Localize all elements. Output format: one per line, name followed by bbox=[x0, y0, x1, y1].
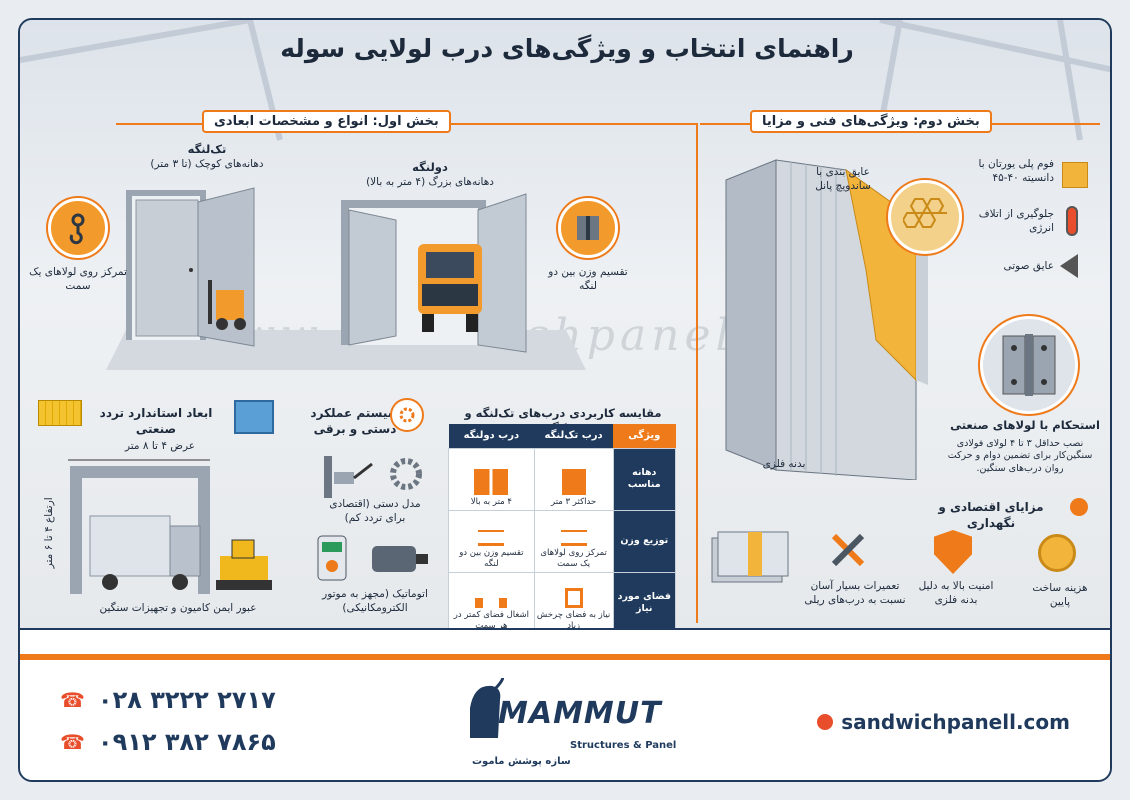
benefit-item: هزینه ساخت پایین bbox=[1032, 582, 1088, 608]
dims-caption: عبور ایمن کامیون و تجهیزات سنگین bbox=[99, 602, 257, 614]
logo-sub: Structures & Panel bbox=[570, 740, 677, 751]
foam-label: فوم پلی یورتان با دانسیته ۴۰-۴۵ bbox=[978, 158, 1054, 184]
section1-heading: بخش اول: انواع و مشخصات ابعادی bbox=[202, 110, 451, 133]
comparison-table: ویژگی درب تک‌لنگه درب دولنگه دهانه مناسب… bbox=[448, 424, 677, 635]
table-cell: تقسیم وزن بین دو لنگه bbox=[448, 509, 535, 573]
door-cutaway-illustration bbox=[725, 159, 928, 480]
divider-vertical bbox=[696, 123, 698, 623]
foam-cube-icon bbox=[1062, 162, 1088, 188]
thermometer-icon bbox=[1066, 206, 1078, 236]
energy-label: جلوگیری از اتلاف انرژی bbox=[978, 208, 1054, 234]
system-manual: مدل دستی (اقتصادی برای تردد کم) bbox=[329, 498, 421, 524]
manual-crank-icon bbox=[324, 456, 422, 498]
ruler-icon bbox=[38, 400, 82, 426]
phone-icon: ☎ bbox=[60, 688, 88, 712]
hook-icon bbox=[48, 198, 108, 258]
phone-2-text: ۰۹۱۲ ۳۸۲ ۷۸۶۵ bbox=[97, 728, 276, 756]
benefits-heading: مزایای اقتصادی و نگهداری bbox=[938, 500, 1044, 530]
table-cell: تمرکز روی لولاهای یک سمت bbox=[533, 509, 614, 573]
col-double: درب دولنگه bbox=[448, 424, 535, 448]
cell-text: تمرکز روی لولاهای یک سمت bbox=[540, 548, 607, 569]
website-link[interactable]: sandwichpanell.com bbox=[817, 710, 1070, 734]
arrows-icon bbox=[475, 598, 508, 609]
hinge-title: استحکام با لولاهای صنعتی bbox=[950, 418, 1100, 432]
cell-text: ۴ متر به بالا bbox=[470, 496, 512, 507]
col-feature: ویژگی bbox=[613, 424, 676, 448]
page-title: راهنمای انتخاب و ویژگی‌های درب لولایی سو… bbox=[280, 34, 854, 63]
sound-label: عایق صوتی bbox=[1003, 260, 1055, 272]
cell-text: اشغال فضای کمتر در هر سمت bbox=[453, 610, 529, 631]
single-door-label: تک‌لنگه دهانه‌های کوچک (تا ۳ متر) bbox=[132, 142, 282, 171]
table-header-row: ویژگی درب تک‌لنگه درب دولنگه bbox=[448, 424, 676, 448]
cell-text: نیاز به فضای چرخش زیاد bbox=[536, 610, 611, 631]
money-stack-icon bbox=[711, 531, 789, 583]
phone-1-text: ۰۲۸ ۳۲۲۲ ۲۷۱۷ bbox=[97, 686, 276, 714]
body-label: بدنه فلزی bbox=[762, 458, 806, 470]
website-text: sandwichpanell.com bbox=[841, 710, 1070, 734]
infographic-frame: راهنمای انتخاب و ویژگی‌های درب لولایی سو… bbox=[18, 18, 1112, 782]
row-key: دهانه مناسب bbox=[612, 447, 677, 511]
left-callout-label: تمرکز روی لولاهای یک سمت bbox=[29, 266, 127, 292]
table-row: فضای مورد نیاز نیاز به فضای چرخش زیاد اش… bbox=[448, 571, 677, 635]
table-cell: اشغال فضای کمتر در هر سمت bbox=[448, 571, 535, 635]
honeycomb-icon bbox=[888, 180, 962, 254]
double-door-label: دولنگه دهانه‌های بزرگ (۴ متر به بالا) bbox=[350, 160, 510, 189]
globe-icon bbox=[817, 714, 834, 730]
system-auto: اتوماتیک (مجهز به موتور الکترومکانیکی) bbox=[322, 588, 428, 614]
table-cell: ۴ متر به بالا bbox=[448, 447, 535, 511]
hand-gear-icon bbox=[390, 398, 424, 432]
swing-door-icon bbox=[564, 588, 583, 609]
row-key: توزیع وزن bbox=[612, 509, 677, 573]
dims-height: ارتفاع ۴ تا ۶ متر bbox=[43, 497, 56, 569]
system-heading: سیستم عملکرد دستی و برقی bbox=[310, 406, 400, 436]
industrial-hinge-icon bbox=[980, 316, 1078, 414]
cell-text: تقسیم وزن بین دو لنگه bbox=[459, 548, 524, 569]
scale-icon bbox=[478, 530, 505, 547]
right-callout-label: تقسیم وزن بین دو لنگه bbox=[548, 266, 628, 292]
table-row: توزیع وزن تمرکز روی لولاهای یک سمت تقسیم… bbox=[448, 509, 677, 573]
roof-structure bbox=[20, 20, 1110, 141]
single-door-desc: دهانه‌های کوچک (تا ۳ متر) bbox=[150, 157, 264, 170]
double-door-desc: دهانه‌های بزرگ (۴ متر به بالا) bbox=[366, 175, 494, 188]
phone-2[interactable]: ☎ ۰۹۱۲ ۳۸۲ ۷۸۶۵ bbox=[60, 728, 276, 756]
dims-width: عرض ۴ تا ۸ متر bbox=[124, 440, 196, 452]
col-single: درب تک‌لنگه bbox=[534, 424, 614, 448]
table-cell: نیاز به فضای چرخش زیاد bbox=[533, 571, 614, 635]
insulation-label: عایق بندی با ساندویچ پانل bbox=[815, 166, 871, 192]
tools-icon bbox=[828, 530, 868, 570]
table-row: دهانه مناسب حداکثر ۳ متر ۴ متر به بالا bbox=[448, 447, 677, 511]
double-door-icon bbox=[474, 468, 509, 495]
row-key: فضای مورد نیاز bbox=[612, 571, 677, 635]
mammut-logo: MAMMUT Structures & Panel سازه پوشش مامو… bbox=[464, 678, 684, 778]
table-cell: حداکثر ۳ متر bbox=[533, 447, 614, 511]
footer-orange-strip bbox=[20, 654, 1110, 660]
benefit-item: تعمیرات بسیار آسان نسبت به درب‌های ریلی bbox=[804, 580, 906, 606]
logo-name: MAMMUT bbox=[498, 696, 662, 731]
scale-icon bbox=[560, 530, 587, 547]
blueprint-icon bbox=[234, 400, 274, 434]
cell-text: حداکثر ۳ متر bbox=[551, 496, 597, 507]
dims-heading: ابعاد استاندارد تردد صنعتی bbox=[99, 406, 213, 436]
single-door-name: تک‌لنگه bbox=[187, 142, 227, 156]
phone-1[interactable]: ☎ ۰۲۸ ۳۲۲۲ ۲۷۱۷ bbox=[60, 686, 276, 714]
double-door-name: دولنگه bbox=[412, 160, 448, 174]
speaker-icon bbox=[1060, 254, 1078, 278]
hinge-icon bbox=[558, 198, 618, 258]
section2-heading: بخش دوم: ویژگی‌های فنی و مزایا bbox=[750, 110, 992, 133]
logo-fa: سازه پوشش ماموت bbox=[472, 756, 571, 767]
coins-icon bbox=[1038, 534, 1076, 572]
phone-icon: ☎ bbox=[60, 730, 88, 754]
mammoth-icon bbox=[470, 678, 504, 738]
hinge-desc: نصب حداقل ۳ تا ۴ لولای فولادی سنگین‌کار … bbox=[947, 438, 1093, 474]
motor-icon bbox=[317, 535, 428, 581]
truck-gate-illustration bbox=[68, 459, 272, 594]
doors-illustration bbox=[106, 187, 586, 370]
check-icon bbox=[1070, 498, 1088, 516]
single-door-icon bbox=[561, 468, 586, 495]
benefit-item: امنیت بالا به دلیل بدنه فلزی bbox=[918, 580, 994, 606]
